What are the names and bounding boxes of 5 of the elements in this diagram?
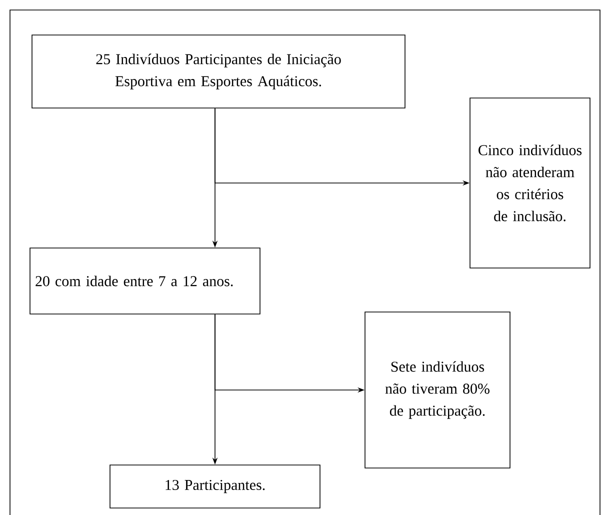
process-box: 25 Indivíduos Participantes de Iniciação Esportiva em Esportes Aquáticos. bbox=[32, 34, 406, 108]
process-box: 20 com idade entre 7 a 12 anos. bbox=[30, 248, 260, 314]
process-box: Cinco indivíduos não atenderam os critérios de inclusão. bbox=[470, 98, 590, 268]
process-box: 13 Participantes. bbox=[110, 464, 320, 508]
process-box: Sete indivíduos não tiveram 80% de participação. bbox=[364, 312, 510, 468]
